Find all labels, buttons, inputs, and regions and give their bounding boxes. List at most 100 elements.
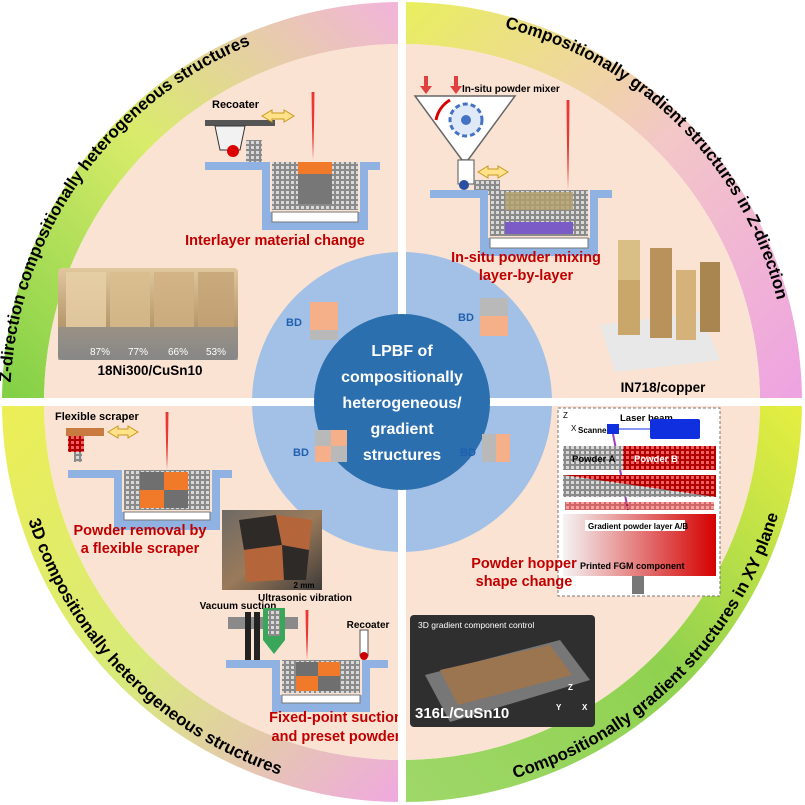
sample-18ni300-cusn10: 18Ni300/CuSn10 <box>97 363 202 378</box>
powder-b-label: Powder B <box>634 454 678 465</box>
printed-fgm-label: Printed FGM component <box>580 561 685 571</box>
flexible-scraper-icon <box>66 428 104 462</box>
bd-label: BD <box>286 317 302 329</box>
gray-block <box>140 472 164 490</box>
method-fixed-point-line1: Fixed-point suction <box>269 710 403 726</box>
method-in-situ-line1: In-situ powder mixing <box>451 250 601 266</box>
method-in-situ-line2: layer-by-layer <box>479 268 574 284</box>
move-arrow-icon <box>261 109 295 123</box>
orange-block <box>164 472 188 490</box>
center-line-5: structures <box>363 447 441 464</box>
powder-a-label: Powder A <box>572 454 616 465</box>
gradient-layer <box>505 222 573 234</box>
ring-segment-top-left <box>2 2 402 402</box>
center-line-2: compositionally <box>341 369 463 386</box>
bottom-right-panel: Z X Scanner Laser beam Powder A Powder B… <box>410 407 721 727</box>
316l-photo <box>410 615 595 727</box>
suction-nozzle-icon <box>228 608 298 660</box>
gray-block <box>164 490 188 508</box>
move-arrow-icon <box>107 425 139 439</box>
ring-segment-top-right <box>402 2 802 402</box>
gradient-layer-label: Gradient powder layer A/B <box>588 522 688 531</box>
ring-segment-bottom-left <box>2 402 402 802</box>
gradient-layer <box>565 502 714 510</box>
bd-cube-bottom-left: BD <box>293 430 347 462</box>
recoater-label: Recoater <box>212 99 260 111</box>
gray-block <box>296 662 318 676</box>
hopper-gradient <box>563 475 716 497</box>
laser-source-icon <box>650 419 700 439</box>
scale-bar-label: 2 mm <box>294 581 315 590</box>
axis-x: X <box>571 424 577 433</box>
photo-axis-y: Y <box>556 703 562 712</box>
bd-cube-top-right: BD <box>458 298 508 336</box>
method-powder-removal-line2: a flexible scraper <box>81 541 200 557</box>
laser-beam-label: Laser beam <box>620 413 673 424</box>
method-powder-removal-line1: Powder removal by <box>74 523 207 539</box>
laser-beam-icon <box>311 92 315 160</box>
in718-copper-photo <box>600 240 720 372</box>
method-fixed-point-line2: and preset powder <box>272 729 401 745</box>
method-hopper-line1: Powder hopper <box>471 556 577 572</box>
bd-cube-bottom-right: BD <box>460 434 510 462</box>
orange-block <box>318 662 340 676</box>
pct-1: 87% <box>90 347 110 358</box>
build-plate <box>271 211 359 223</box>
down-arrow-icon <box>420 76 432 94</box>
bd-label: BD <box>458 312 474 324</box>
bottom-left-panel: Flexible scraper Powder removal by a fle… <box>55 411 403 745</box>
recoater-icon <box>205 120 275 162</box>
gray-layer <box>298 174 332 204</box>
pct-2: 77% <box>128 347 148 358</box>
ultrasonic-label: Ultrasonic vibration <box>258 593 352 604</box>
gray-block <box>318 676 340 691</box>
sample-in718-copper: IN718/copper <box>621 380 707 395</box>
orange-block <box>140 490 164 508</box>
orange-block <box>296 676 318 691</box>
center-disc-top <box>314 314 490 490</box>
method-hopper-line2: shape change <box>476 574 573 590</box>
method-interlayer-material-change: Interlayer material change <box>185 233 365 249</box>
photo-caption: 3D gradient component control <box>418 620 534 630</box>
lattice-photo <box>58 268 238 360</box>
recoater-icon <box>359 629 369 660</box>
build-plate <box>281 694 361 704</box>
checker-photo <box>222 510 322 590</box>
powder-b-bin <box>623 446 716 470</box>
recoater-label: Recoater <box>347 620 390 631</box>
axis-z: Z <box>563 411 568 420</box>
laser-beam-icon <box>566 100 570 190</box>
top-left-panel: Recoater Interlayer material change 87% … <box>58 92 380 378</box>
center-line-4: gradient <box>370 421 434 438</box>
build-plate <box>123 511 211 521</box>
scanner-icon <box>607 424 619 434</box>
bd-cube-top-left: BD <box>286 302 338 340</box>
piston <box>632 576 644 594</box>
orange-layer <box>298 162 332 174</box>
powder-a-bin <box>563 446 623 470</box>
top-right-panel: In-situ powder mixer In-situ powder mixi… <box>413 76 720 395</box>
scanner-label: Scanner <box>578 426 610 435</box>
build-plate <box>489 237 589 249</box>
ring-segment-bottom-right <box>402 402 802 802</box>
down-arrow-icon <box>450 76 462 94</box>
scraper-label: Flexible scraper <box>55 411 139 423</box>
gradient-layer <box>505 192 573 210</box>
bd-label: BD <box>293 447 309 459</box>
mixer-label: In-situ powder mixer <box>462 84 560 95</box>
pct-4: 53% <box>206 347 226 358</box>
laser-beam-icon <box>165 412 169 470</box>
pct-3: 66% <box>168 347 188 358</box>
move-arrow-icon <box>477 165 509 179</box>
bd-label: BD <box>460 447 476 459</box>
gradient-label-bg <box>585 520 685 531</box>
photo-axis-x: X <box>582 703 588 712</box>
photo-axis-z: Z <box>568 683 573 692</box>
sample-316l-cusn10: 316L/CuSn10 <box>415 705 509 722</box>
vacuum-label: Vacuum suction <box>200 601 277 612</box>
center-line-1: LPBF of <box>371 343 433 360</box>
center-line-3: heterogeneous/ <box>342 395 462 412</box>
